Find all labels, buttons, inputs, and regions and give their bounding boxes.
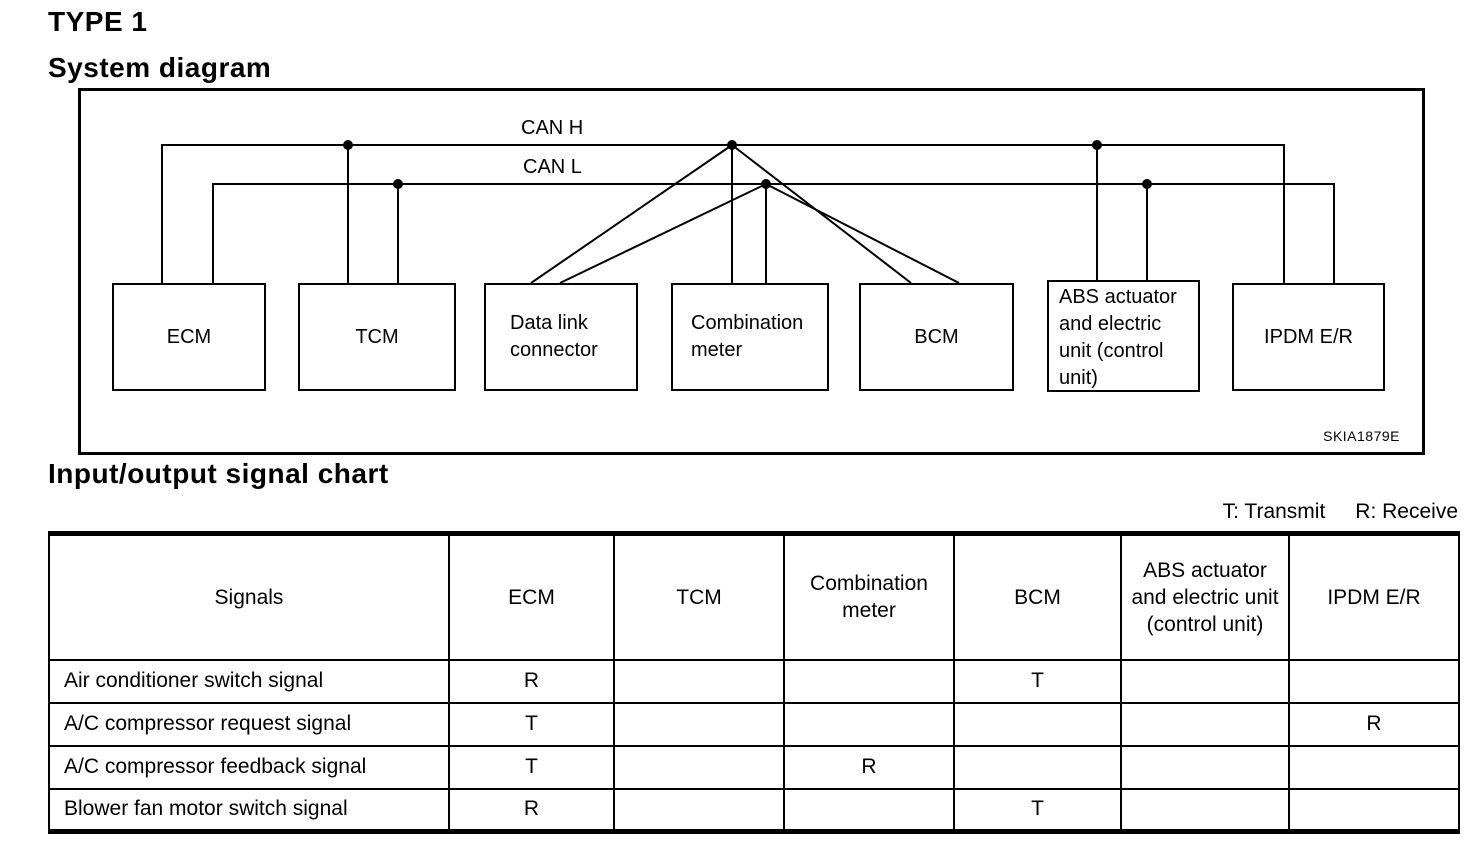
signal-cell xyxy=(783,658,955,704)
column-header-signals: Signals xyxy=(48,532,450,661)
signal-cell xyxy=(953,701,1122,747)
node-label: BCM xyxy=(914,325,959,348)
node-label: ABS actuator and electric unit (control … xyxy=(1059,286,1177,389)
column-header-combination-meter: Combination meter xyxy=(783,532,955,661)
signal-cell xyxy=(1120,701,1290,747)
can-l-bus-line xyxy=(212,183,1335,283)
signal-name: Air conditioner switch signal xyxy=(48,658,450,704)
system-diagram-heading: System diagram xyxy=(48,52,272,83)
node-label: IPDM E/R xyxy=(1264,325,1353,348)
signal-cell xyxy=(1288,744,1460,790)
signal-cell: R xyxy=(783,744,955,790)
tcm-drop-lines xyxy=(347,145,399,283)
signal-cell xyxy=(783,701,955,747)
node-data-link-connector: Data link connector xyxy=(484,283,638,391)
column-header-tcm: TCM xyxy=(613,532,785,661)
junction-dot xyxy=(1092,140,1102,150)
signal-cell xyxy=(953,744,1122,790)
node-label: ECM xyxy=(166,325,212,348)
signal-cell: R xyxy=(448,787,615,833)
signal-name: A/C compressor feedback signal xyxy=(48,744,450,790)
signal-name: Blower fan motor switch signal xyxy=(48,787,450,833)
signal-name: A/C compressor request signal xyxy=(48,701,450,747)
node-combination-meter: Combination meter xyxy=(671,283,829,391)
signal-cell xyxy=(613,787,785,833)
node-ipdm-er: IPDM E/R xyxy=(1232,283,1385,391)
type-heading: TYPE 1 xyxy=(48,6,148,37)
signal-cell xyxy=(613,744,785,790)
can-bus-lines xyxy=(161,140,1335,284)
column-header-ipdm-er: IPDM E/R xyxy=(1288,532,1460,661)
junction-dot xyxy=(1142,179,1152,189)
signal-cell: T xyxy=(953,658,1122,704)
signal-cell: T xyxy=(448,701,615,747)
signal-cell xyxy=(613,701,785,747)
node-abs-actuator: ABS actuator and electric unit (control … xyxy=(1047,280,1200,392)
node-tcm: TCM xyxy=(298,283,456,391)
signal-cell xyxy=(1288,658,1460,704)
can-h-bus-line xyxy=(161,144,1285,283)
signal-cell xyxy=(1120,787,1290,833)
signal-cell xyxy=(1120,744,1290,790)
node-label: Data link connector xyxy=(510,312,598,361)
signal-cell xyxy=(1288,787,1460,833)
figure-code: SKIA1879E xyxy=(1323,428,1400,444)
signal-cell xyxy=(783,787,955,833)
system-diagram-frame: CAN H CAN L ECM TCM Data link connector … xyxy=(78,88,1425,455)
node-label: Combination meter xyxy=(691,312,804,361)
signal-cell: R xyxy=(448,658,615,704)
legend-receive: R: Receive xyxy=(1355,500,1458,523)
table-header-row: Signals ECM TCM Combination meter BCM AB… xyxy=(48,532,1460,661)
junction-dot xyxy=(727,140,737,150)
column-header-bcm: BCM xyxy=(953,532,1122,661)
node-ecm: ECM xyxy=(112,283,266,391)
signal-cell xyxy=(613,658,785,704)
table-row: A/C compressor request signal T R xyxy=(48,701,1460,747)
junction-dot xyxy=(343,140,353,150)
table-row: Air conditioner switch signal R T xyxy=(48,658,1460,704)
signal-cell: T xyxy=(448,744,615,790)
bcm-branch-lines xyxy=(731,144,960,284)
can-h-label: CAN H xyxy=(517,117,588,140)
signal-cell: R xyxy=(1288,701,1460,747)
signal-cell xyxy=(1120,658,1290,704)
io-chart-heading: Input/output signal chart xyxy=(48,458,389,489)
combination-meter-drop-lines xyxy=(731,145,767,283)
column-header-ecm: ECM xyxy=(448,532,615,661)
node-label: TCM xyxy=(355,325,399,348)
data-link-connector-branch-lines xyxy=(530,144,767,284)
node-bcm: BCM xyxy=(859,283,1014,391)
can-l-label: CAN L xyxy=(519,156,586,179)
junction-dot xyxy=(393,179,403,189)
abs-drop-lines xyxy=(1096,145,1148,280)
legend-transmit: T: Transmit xyxy=(1222,500,1326,523)
junction-dot xyxy=(761,179,771,189)
table-legend: T: Transmit R: Receive xyxy=(1223,500,1458,524)
io-signal-table: Signals ECM TCM Combination meter BCM AB… xyxy=(48,531,1460,834)
table-row: Blower fan motor switch signal R T xyxy=(48,787,1460,833)
column-header-abs-actuator: ABS actuator and electric unit (control … xyxy=(1120,532,1290,661)
signal-cell: T xyxy=(953,787,1122,833)
table-row: A/C compressor feedback signal T R xyxy=(48,744,1460,790)
